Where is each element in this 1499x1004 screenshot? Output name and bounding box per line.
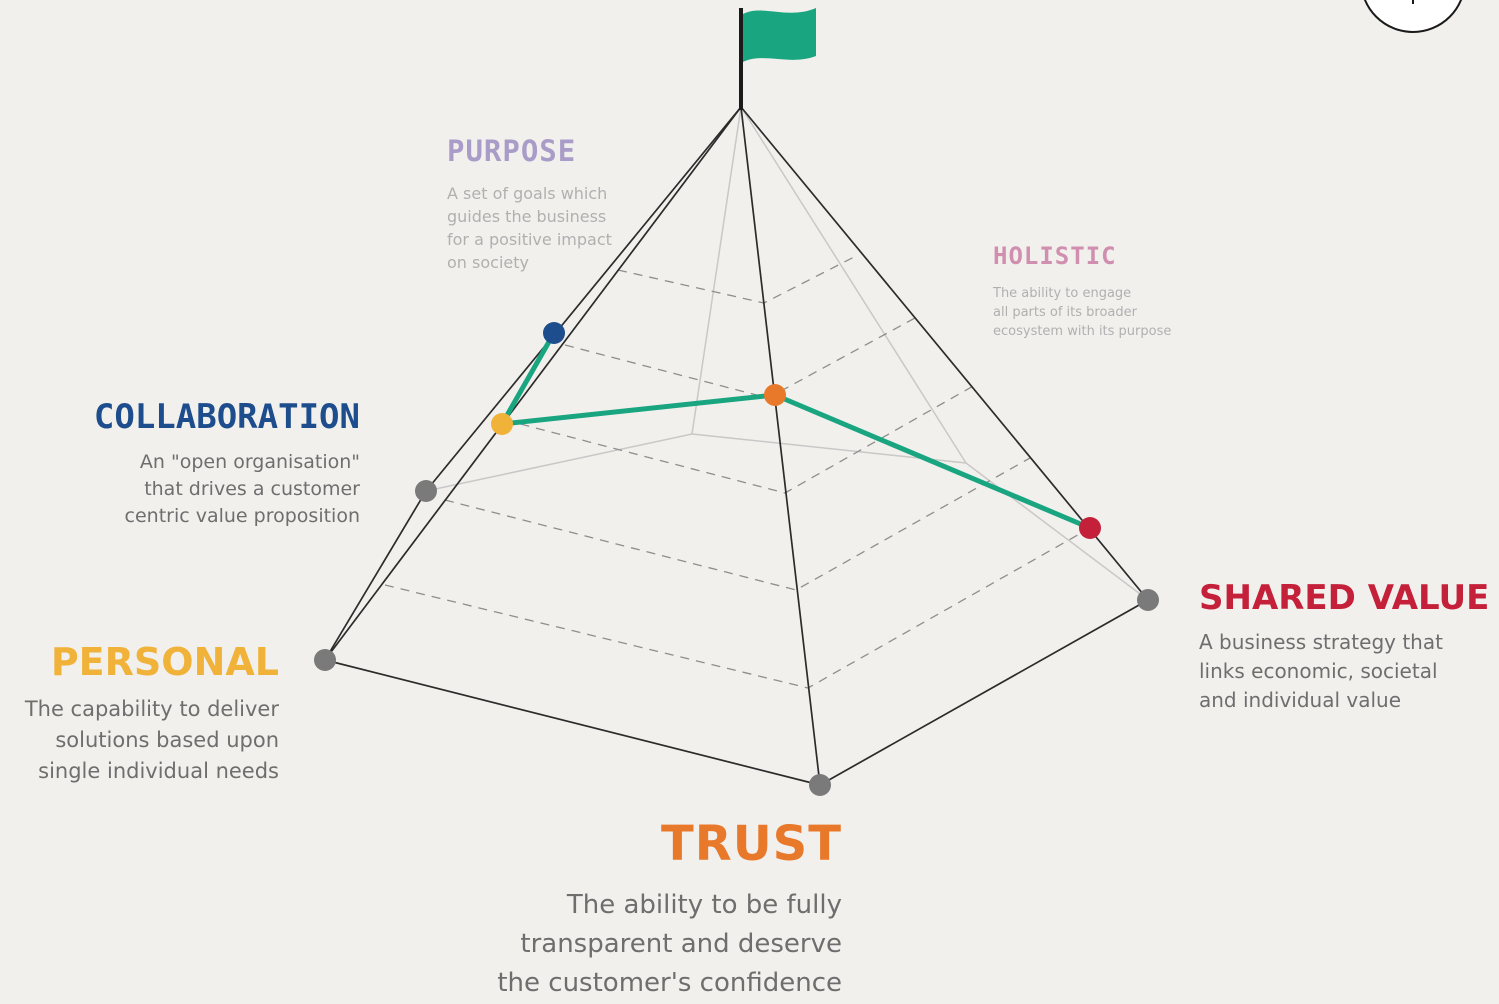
holistic-desc-line: all parts of its broader	[993, 305, 1137, 320]
purpose-desc-line: A set of goals which	[447, 184, 608, 203]
trust-title: TRUST	[661, 816, 842, 872]
personal-label: PERSONAL The capability to deliver solut…	[25, 640, 279, 787]
holistic-desc-line: ecosystem with its purpose	[993, 324, 1172, 339]
holistic-label: HOLISTIC The ability to engage all parts…	[993, 242, 1171, 341]
trust-desc-line: The ability to be fully	[566, 890, 842, 920]
assessment-path	[499, 331, 1091, 531]
base-vertices	[314, 480, 1159, 796]
purpose-desc-line: for a positive impact	[447, 230, 612, 249]
collaboration-desc-line: centric value proposition	[124, 505, 360, 527]
purpose-title: PURPOSE	[447, 134, 577, 168]
collaboration-description: An "open organisation" that drives a cus…	[94, 449, 360, 530]
holistic-description: The ability to engage all parts of its b…	[993, 284, 1171, 341]
personal-desc-line: solutions based upon	[55, 728, 279, 752]
circle-button-icon[interactable]	[1361, 0, 1465, 33]
holistic-desc-line: The ability to engage	[993, 286, 1132, 301]
shared-value-desc-line: and individual value	[1199, 688, 1402, 712]
purpose-desc-line: guides the business	[447, 207, 607, 226]
purpose-description: A set of goals which guides the business…	[447, 182, 612, 274]
holistic-title: HOLISTIC	[993, 242, 1117, 270]
collaboration-title: COLLABORATION	[93, 397, 360, 437]
flag-icon	[739, 8, 816, 110]
shared-value-description: A business strategy that links economic,…	[1199, 628, 1489, 715]
marker-trust	[764, 384, 786, 406]
trust-description: The ability to be fully transparent and …	[497, 886, 842, 1003]
shared-value-desc-line: A business strategy that	[1199, 630, 1443, 654]
personal-title: PERSONAL	[50, 640, 279, 684]
marker-collaboration	[543, 322, 565, 344]
collaboration-desc-line: that drives a customer	[144, 478, 360, 500]
collaboration-label: COLLABORATION An "open organisation" tha…	[94, 397, 360, 530]
shared-value-desc-line: links economic, societal	[1199, 659, 1438, 683]
shared-value-label: SHARED VALUE A business strategy that li…	[1199, 578, 1489, 715]
level-gridlines	[384, 254, 1091, 689]
purpose-label: PURPOSE A set of goals which guides the …	[447, 134, 612, 274]
personal-description: The capability to deliver solutions base…	[25, 694, 279, 787]
collaboration-desc-line: An "open organisation"	[139, 451, 360, 473]
pyramid-edges	[324, 106, 1149, 786]
marker-personal	[491, 413, 513, 435]
trust-desc-line: the customer's confidence	[497, 968, 842, 998]
marker-shared-value	[1079, 517, 1101, 539]
purpose-desc-line: on society	[447, 253, 529, 272]
personal-desc-line: single individual needs	[38, 759, 279, 783]
trust-label: TRUST The ability to be fully transparen…	[497, 816, 842, 1003]
personal-desc-line: The capability to deliver	[24, 697, 279, 721]
shared-value-title: SHARED VALUE	[1199, 578, 1490, 618]
trust-desc-line: transparent and deserve	[520, 929, 842, 959]
